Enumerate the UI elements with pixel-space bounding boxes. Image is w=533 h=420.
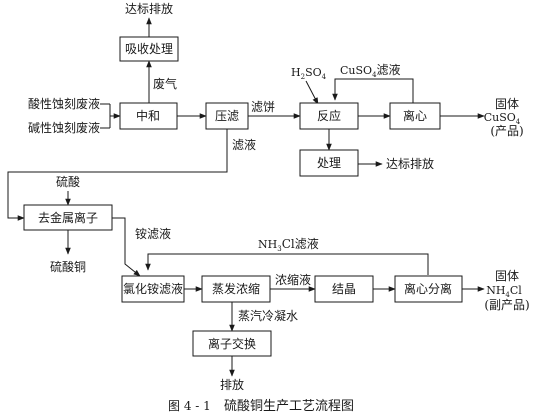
label-h2so4-so: SO	[305, 66, 322, 79]
label-filtrate: 滤液	[232, 137, 256, 152]
box-ion-exchange: 离子交换	[192, 330, 272, 357]
box-treat-label: 处理	[317, 156, 341, 170]
caption-title: 硫酸铜生产工艺流程图	[224, 399, 354, 414]
label-solid-cu-2-base: CuSO	[484, 111, 516, 124]
figure-caption: 图 4 - 1 硫酸铜生产工艺流程图	[168, 399, 354, 414]
box-crystallize-label: 结晶	[332, 282, 356, 296]
label-cuso4-suffix: 滤液	[377, 62, 401, 77]
box-evaporate-label: 蒸发浓缩	[212, 281, 260, 296]
label-concentrate: 浓缩液	[275, 272, 311, 287]
label-solid-cu-2-sub: 4	[516, 118, 521, 126]
label-cuso4-base: CuSO	[340, 64, 372, 77]
arrow-ammonium-filtrate	[112, 217, 141, 277]
label-cuso4-sub: 4	[372, 71, 377, 79]
label-discharge-mid: 达标排放	[386, 156, 434, 171]
box-press: 压滤	[205, 102, 249, 130]
label-sulfuric-acid: 硫酸	[56, 174, 80, 189]
label-solid-nh-3: (副产品)	[484, 298, 529, 312]
arrow-cuso4-recycle	[332, 78, 414, 104]
flow-lines	[7, 17, 485, 377]
label-filter-cake: 滤饼	[251, 100, 275, 114]
box-treat: 处理	[299, 149, 359, 177]
process-boxes: 吸收处理 中和 压滤 反应 离心 处理 去金属离子 氯化铵滤液	[23, 36, 463, 357]
label-cuso4-filtrate: CuSO4滤液	[340, 62, 401, 79]
label-waste-gas: 废气	[153, 76, 177, 91]
arrow-h2so4-to-react	[305, 80, 319, 105]
label-solid-nh-2-rest: Cl	[510, 284, 522, 297]
label-copper-sulfate: 硫酸铜	[50, 259, 86, 274]
box-absorb: 吸收处理	[119, 36, 179, 62]
label-solid-cu-1: 固体	[495, 97, 519, 111]
label-discharge-bottom: 排放	[220, 377, 244, 392]
box-ion-exchange-label: 离子交换	[208, 336, 256, 351]
label-steam-condensate: 蒸汽冷凝水	[238, 308, 298, 323]
box-centrifuge: 离心	[389, 102, 441, 130]
box-press-label: 压滤	[215, 109, 239, 123]
label-h2so4: H2SO4	[291, 66, 327, 81]
box-ammonium-chloride-label: 氯化铵滤液	[123, 281, 183, 296]
label-nh3cl-base: NH	[258, 238, 277, 251]
box-neutralize-label: 中和	[136, 108, 160, 123]
label-discharge-top: 达标排放	[125, 1, 173, 16]
label-solid-nh-2: NH4Cl	[486, 284, 522, 299]
label-solid-nh-2-sub: 4	[505, 291, 510, 299]
box-centrifuge-separate: 离心分离	[394, 275, 463, 303]
caption-number: 图 4 - 1	[168, 399, 211, 413]
label-solid-cu-2: CuSO4	[484, 111, 521, 126]
label-alkaline-waste: 碱性蚀刻废液	[28, 120, 100, 135]
label-solid-nh-2-base: NH	[486, 284, 505, 297]
label-solid-cu-3: (产品)	[490, 124, 523, 138]
label-nh3cl-sub: 3	[277, 245, 281, 253]
label-acid-waste: 酸性蚀刻废液	[28, 96, 100, 111]
arrow-filtrate-to-remove-metal	[7, 129, 228, 221]
box-absorb-label: 吸收处理	[125, 42, 173, 56]
box-centrifuge-separate-label: 离心分离	[404, 281, 452, 296]
box-remove-metal: 去金属离子	[23, 204, 113, 231]
box-centrifuge-label: 离心	[403, 108, 427, 123]
label-nh3cl-rest: Cl滤液	[282, 236, 319, 251]
label-h2so4-base: H	[291, 66, 301, 79]
box-remove-metal-label: 去金属离子	[38, 210, 98, 225]
box-react-label: 反应	[317, 108, 341, 123]
label-h2so4-sub4: 4	[322, 73, 327, 81]
arrow-nh3cl-recycle	[145, 253, 429, 275]
flow-labels: 达标排放 废气 酸性蚀刻废液 碱性蚀刻废液 滤饼 H2SO4 CuSO4滤液 固…	[28, 1, 530, 392]
label-nh3cl-filtrate: NH3Cl滤液	[258, 236, 319, 253]
box-ammonium-chloride: 氯化铵滤液	[121, 275, 185, 303]
label-h2so4-sub2: 2	[301, 73, 305, 81]
label-solid-nh-1: 固体	[495, 269, 519, 283]
box-crystallize: 结晶	[314, 275, 374, 303]
box-evaporate: 蒸发浓缩	[201, 275, 271, 303]
label-ammonium-filtrate: 铵滤液	[135, 226, 171, 241]
box-react: 反应	[299, 102, 359, 130]
box-neutralize: 中和	[119, 102, 178, 130]
